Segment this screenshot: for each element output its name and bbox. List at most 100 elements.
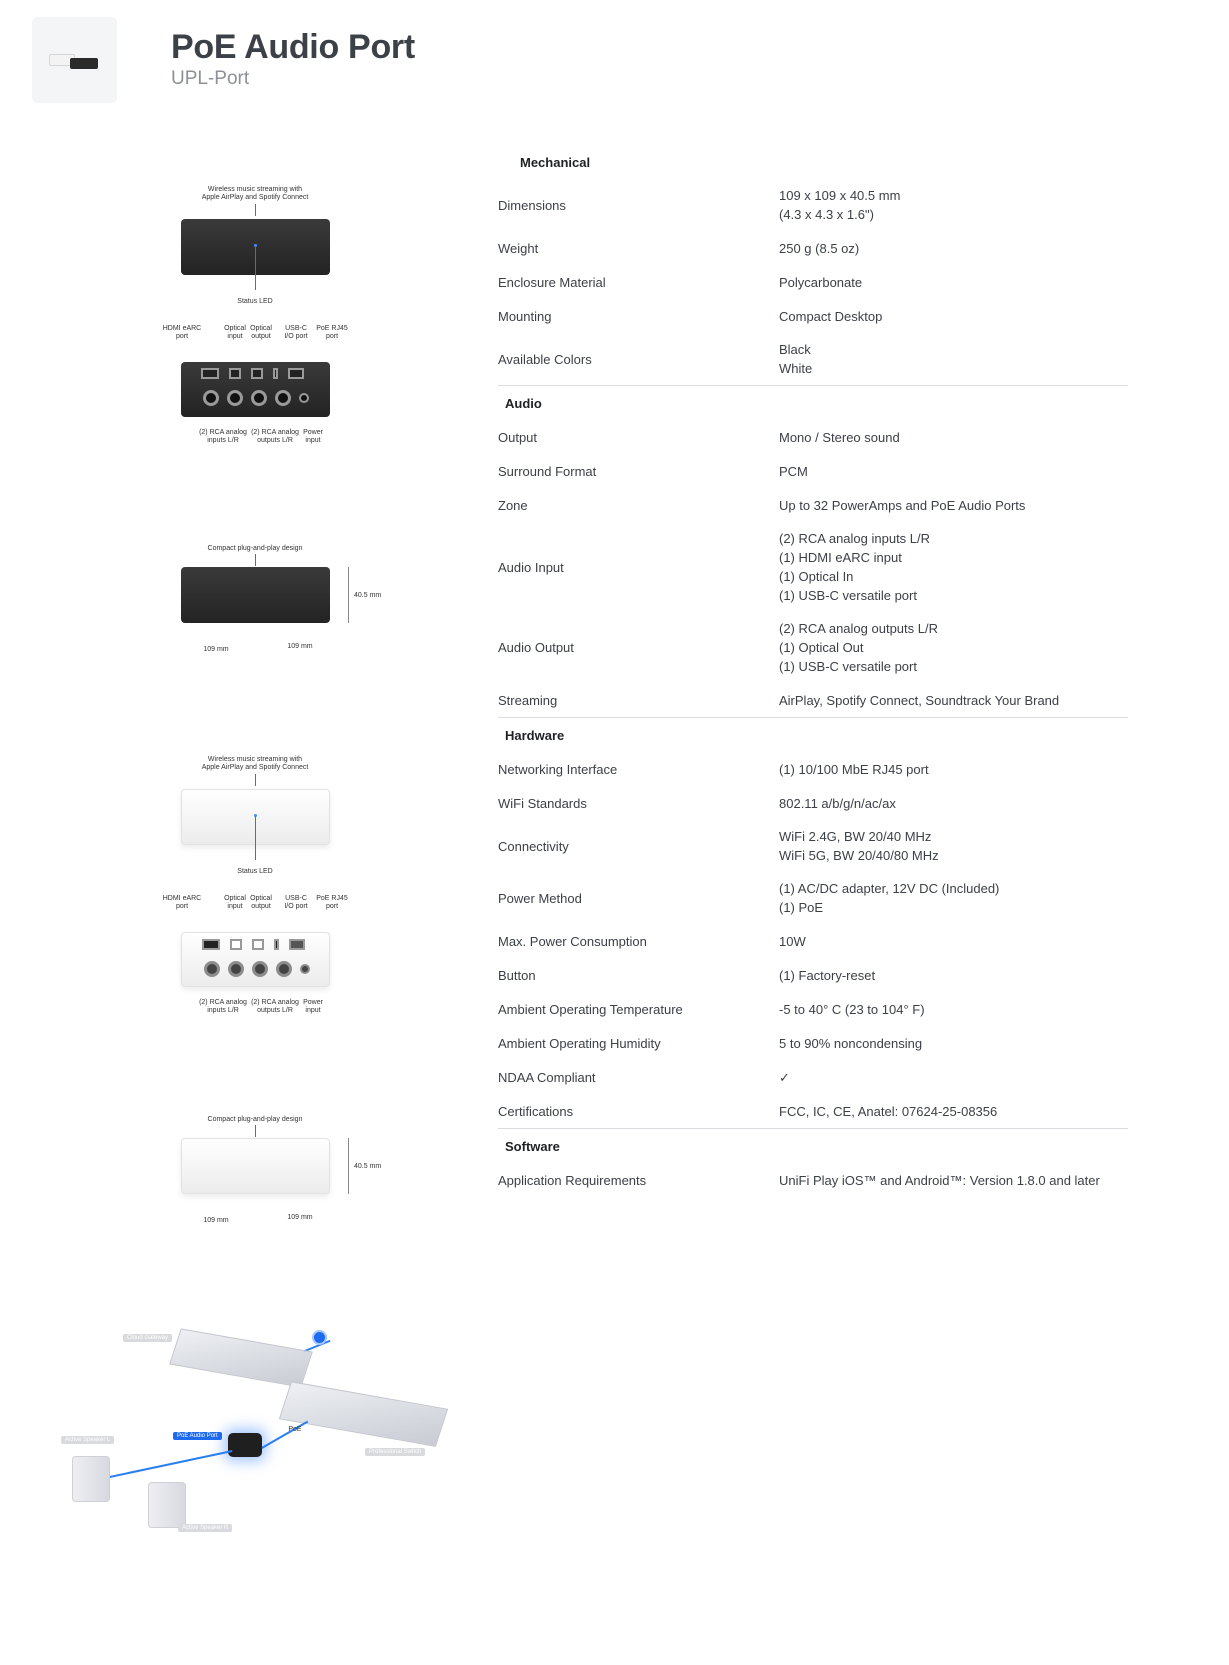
spec-value-line: (1) AC/DC adapter, 12V DC (Included) [779, 881, 1000, 896]
spec-value-line: -5 to 40° C (23 to 104° F) [779, 1001, 925, 1017]
spec-value-line: (1) 10/100 MbE RJ45 port [779, 761, 929, 777]
spec-value-line: (1) USB-C versatile port [779, 659, 917, 674]
status-led [254, 814, 257, 817]
usb-c-port [274, 939, 279, 950]
rj45-port [288, 368, 304, 379]
caption-line-1: Wireless music streaming with [207, 186, 303, 193]
spec-row: Zone Up to 32 PowerAmps and PoE Audio Por… [498, 488, 1128, 522]
spec-value-line: Compact Desktop [779, 308, 883, 324]
spec-value: 10W [779, 925, 1128, 958]
spec-row: Networking Interface(1) 10/100 MbE RJ45 … [498, 752, 1128, 786]
spec-label: Certifications [498, 1103, 574, 1119]
leader-line [255, 774, 256, 786]
optical-out-port [252, 939, 264, 950]
spec-label: Available Colors [498, 351, 592, 367]
spec-value-line: (1) Optical Out [779, 640, 864, 655]
rca-port-row [204, 961, 310, 977]
product-sku: UPL-Port [171, 68, 250, 89]
spec-value-line: 109 x 109 x 40.5 mm [779, 188, 901, 203]
spec-value-line: (1) USB-C versatile port [779, 588, 917, 603]
status-led-caption: Status LED [237, 298, 273, 305]
network-topology-illustration: Cloud Gateway Professional Switch PoE Po… [0, 1310, 500, 1560]
section-heading: Audio [505, 395, 542, 411]
spec-value-line: WiFi 2.4G, BW 20/40 MHz [779, 829, 932, 844]
spec-value-line: PCM [779, 463, 808, 479]
spec-row: Button(1) Factory-reset [498, 958, 1128, 992]
spec-value: PCM [779, 455, 1128, 488]
cloud-gateway-device [169, 1328, 313, 1388]
spec-value: (1) AC/DC adapter, 12V DC (Included)(1) … [779, 872, 1128, 924]
rca-port [275, 390, 291, 406]
cloud-gateway-tag: Cloud Gateway [123, 1334, 173, 1342]
section-heading: Mechanical [520, 154, 591, 170]
leader-line [255, 1125, 256, 1137]
spec-row: Max. Power Consumption 10W [498, 924, 1128, 958]
active-speaker-left [72, 1456, 110, 1502]
professional-switch-tag: Professional Switch [365, 1448, 426, 1456]
spec-value-line: (1) Optical In [779, 569, 854, 584]
spec-label: Surround Format [498, 463, 597, 479]
poe-tag: PoE [288, 1426, 302, 1433]
spec-row: Audio Output(2) RCA analog outputs L/R(1… [498, 612, 1128, 683]
spec-value: (2) RCA analog inputs L/R(1) HDMI eARC i… [779, 522, 1128, 612]
spec-value: Up to 32 PowerAmps and PoE Audio Ports [779, 489, 1128, 522]
rca-port [204, 961, 220, 977]
product-thumbnail [32, 17, 117, 103]
status-led-caption: Status LED [237, 868, 273, 875]
rca-port [251, 390, 267, 406]
caption-line-2: Apple AirPlay and Spotify Connect [201, 764, 309, 771]
spec-value: FCC, IC, CE, Anatel: 07624-25-08356 [779, 1095, 1128, 1128]
spec-label: Max. Power Consumption [498, 933, 647, 949]
dark-device-rear [181, 362, 330, 417]
rca-port [252, 961, 268, 977]
caption-line-1: Wireless music streaming with [207, 756, 303, 763]
spec-value-line: 250 g (8.5 oz) [779, 240, 860, 256]
spec-label: Output [498, 429, 538, 445]
spec-row: Certifications FCC, IC, CE, Anatel: 07624… [498, 1094, 1128, 1128]
dark-front-illustration: Wireless music streaming with Apple AirP… [0, 170, 500, 305]
light-device-side [181, 1138, 330, 1194]
optical-in-port [229, 368, 241, 379]
page-title: PoE Audio Port [171, 28, 415, 66]
cable [259, 1420, 309, 1450]
compact-caption: Compact plug-and-play design [207, 545, 303, 552]
dark-dimensions-illustration: Compact plug-and-play design 40.5 mm 109… [0, 545, 500, 660]
compact-caption: Compact plug-and-play design [207, 1116, 303, 1123]
leader-line [255, 246, 256, 290]
spec-value: 250 g (8.5 oz) [779, 232, 1128, 265]
spec-value-line: 5 to 90% noncondensing [779, 1035, 923, 1051]
spec-label: Ambient Operating Temperature [498, 1001, 683, 1017]
spec-value-line: Mono / Stereo sound [779, 429, 900, 445]
spec-label: Audio Input [498, 559, 564, 575]
spec-label: Button [498, 967, 536, 983]
dimension-line [348, 567, 349, 623]
spec-value-line: Polycarbonate [779, 274, 863, 290]
optical-out-port [251, 368, 263, 379]
spec-row: Output Mono / Stereo sound [498, 420, 1128, 454]
spec-label: Zone [498, 497, 528, 513]
cable [104, 1449, 233, 1479]
spec-value-line: Black [779, 342, 811, 357]
spec-value: ✓ [779, 1061, 1128, 1094]
